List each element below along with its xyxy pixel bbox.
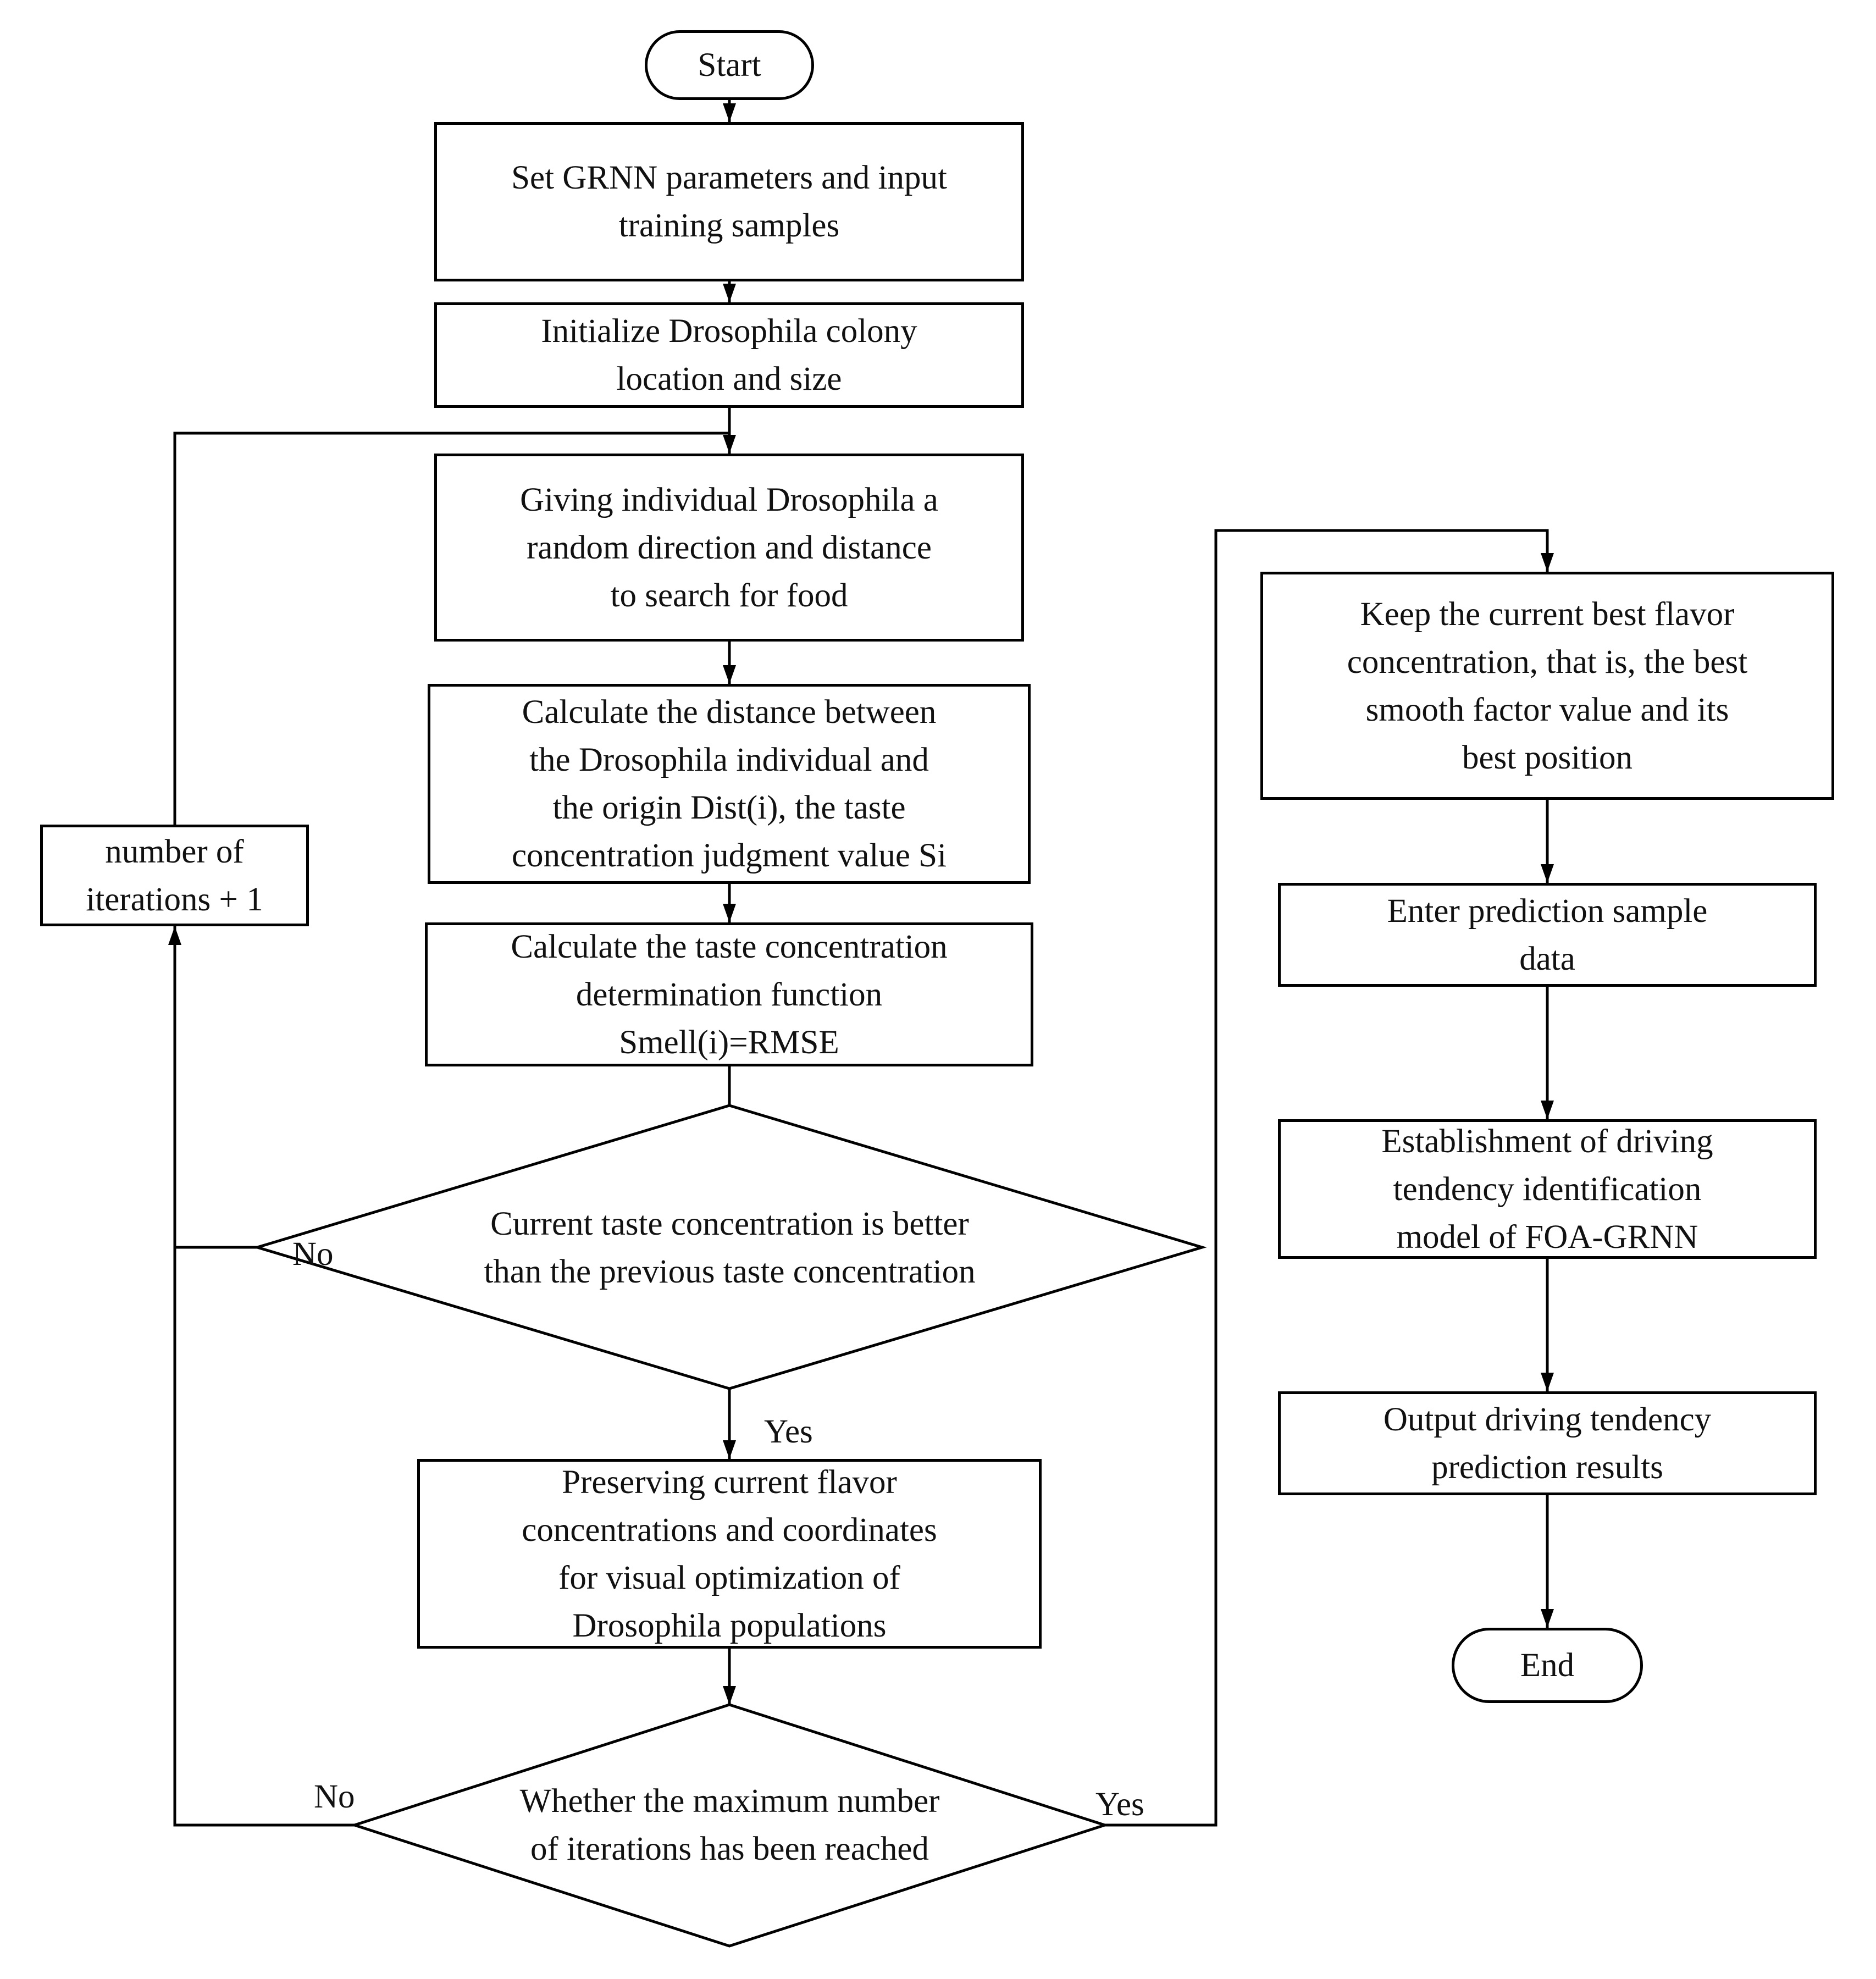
arrow-yes-max-to-keep-best [1105,529,1554,1827]
arrow-no-max-to-iterations [173,1247,355,1827]
preserve-step: Preserving current flavor concentrations… [417,1459,1042,1649]
end-label: End [1520,1647,1575,1684]
establish-model-step: Establishment of driving tendency identi… [1278,1119,1817,1259]
init-colony-step: Initialize Drosophila colony location an… [434,302,1024,408]
iterations-step: number of iterations + 1 [40,825,309,926]
enter-prediction-step: Enter prediction sample data [1278,883,1817,987]
init-colony-label: Initialize Drosophila colony location an… [541,313,917,397]
edge-label-yes-max: Yes [1095,1786,1144,1823]
calc-distance-step: Calculate the distance between the Droso… [428,684,1031,884]
preserve-label: Preserving current flavor concentrations… [522,1463,937,1644]
decision-max-diamond [350,1703,1110,1948]
keep-best-step: Keep the current best flavor concentrati… [1260,572,1834,800]
edge-label-no-max: No [314,1778,355,1815]
enter-prediction-label: Enter prediction sample data [1387,892,1708,977]
output-results-step: Output driving tendency prediction resul… [1278,1391,1817,1495]
set-params-step: Set GRNN parameters and input training s… [434,122,1024,281]
arrow-no-better-to-iterations [168,926,257,1249]
calc-distance-label: Calculate the distance between the Droso… [511,694,947,874]
start-label: Start [698,47,761,84]
decision-max-text: Whether the maximum number of iterations… [429,1776,1031,1875]
decision-better-text: Current taste concentration is better th… [363,1198,1097,1297]
arrow-iterations-to-loop-top [173,432,729,825]
calc-taste-step: Calculate the taste concentration determ… [425,922,1033,1066]
random-search-label: Giving individual Drosophila a random di… [520,481,938,614]
establish-model-label: Establishment of driving tendency identi… [1381,1123,1713,1256]
decision-max-label: Whether the maximum number of iterations… [519,1783,940,1867]
calc-taste-label: Calculate the taste concentration determ… [511,928,948,1061]
output-results-label: Output driving tendency prediction resul… [1383,1401,1712,1486]
edge-label-yes-better: Yes [764,1413,813,1450]
decision-better-label: Current taste concentration is better th… [484,1206,976,1290]
random-search-step: Giving individual Drosophila a random di… [434,454,1024,642]
iterations-label: number of iterations + 1 [86,833,263,918]
end-terminal: End [1452,1628,1643,1703]
set-params-label: Set GRNN parameters and input training s… [511,159,947,244]
edge-label-no-better: No [292,1236,334,1273]
start-terminal: Start [645,30,814,100]
keep-best-label: Keep the current best flavor concentrati… [1347,595,1748,776]
